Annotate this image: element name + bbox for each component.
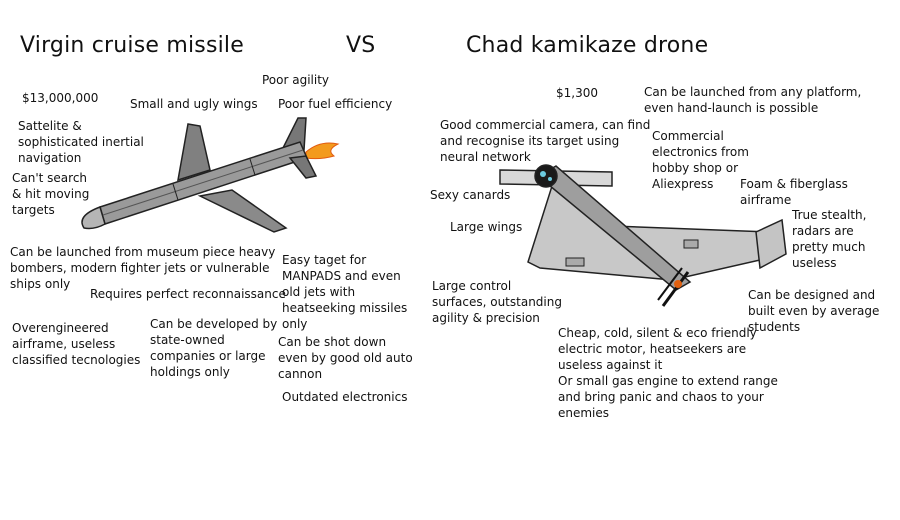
cruise-missile-drawing <box>81 117 340 233</box>
missile-shotdown-note: Can be shot down even by good old auto c… <box>278 335 413 381</box>
missile-title: Virgin cruise missile <box>20 33 244 58</box>
drone-wings-note: Large wings <box>450 220 523 234</box>
missile-navigation-note: Sattelite & sophisticated inertial navig… <box>18 119 144 165</box>
drone-stealth-note: True stealth, radars are pretty much use… <box>792 208 867 270</box>
drone-control-note: Large control surfaces, outstanding agil… <box>432 279 562 325</box>
missile-lower-wing <box>197 189 288 233</box>
missile-upper-wing <box>177 123 211 182</box>
missile-price: $13,000,000 <box>22 91 99 105</box>
drone-motor-note: Cheap, cold, silent & eco friendly elect… <box>558 326 778 420</box>
vs-title: VS <box>346 33 376 58</box>
drone-camera-note: Good commercial camera, can find and rec… <box>440 118 651 164</box>
missile-search-note: Can't search & hit moving targets <box>12 171 90 217</box>
drone-commercial-note: Commercial electronics from hobby shop o… <box>652 129 749 191</box>
drone-price: $1,300 <box>556 86 598 100</box>
missile-engineering-note: Overengineered airframe, useless classif… <box>12 321 141 367</box>
drone-main-wing <box>527 184 772 281</box>
drone-canards-note: Sexy canards <box>430 188 511 202</box>
missile-recon-note: Requires perfect reconnaissance <box>90 287 286 301</box>
drone-propeller <box>661 271 690 307</box>
exhaust-flame <box>305 142 340 160</box>
missile-developer-note: Can be developed by state-owned companie… <box>150 317 278 379</box>
missile-electronics-note: Outdated electronics <box>282 390 408 404</box>
drone-foam-note: Foam & fiberglass airframe <box>740 177 848 207</box>
missile-tail-fin-bottom <box>288 155 318 179</box>
kamikaze-drone-drawing <box>499 164 787 307</box>
missile-fuel-note: Poor fuel efficiency <box>278 97 393 111</box>
drone-title: Chad kamikaze drone <box>466 33 709 58</box>
drone-platform-note: Can be launched from any platform, even … <box>644 85 862 115</box>
missile-manpads-note: Easy taget for MANPADS and even old jets… <box>282 253 408 331</box>
drone-students-note: Can be designed and built even by averag… <box>748 288 880 334</box>
drone-tail-fin <box>755 218 787 270</box>
missile-agility-note: Poor agility <box>262 73 330 87</box>
missile-wings-note: Small and ugly wings <box>130 97 258 111</box>
drone-camera-icon <box>534 164 558 188</box>
missile-launch-note: Can be launched from museum piece heavy … <box>10 245 276 291</box>
